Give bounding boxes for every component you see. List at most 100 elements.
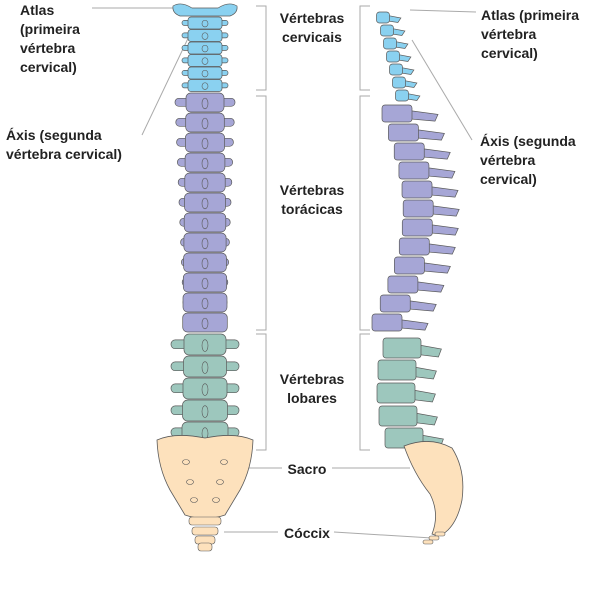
front-thoracic-vertebra-3 <box>176 132 234 153</box>
front-thoracic-vertebra-1-spinous-process <box>201 97 209 110</box>
front-lumbar-vertebra-2 <box>170 355 240 378</box>
front-sacral-foramen-4 <box>216 479 224 485</box>
side-lumbar-vertebra-1-body <box>382 337 422 359</box>
side-lumbar-vertebra-4 <box>378 405 438 427</box>
front-thoracic-vertebra-5 <box>177 172 233 193</box>
side-cervical-vertebra-6-body <box>392 76 406 89</box>
label-lumbar-vertebrae: Vértebras lobares <box>279 371 345 406</box>
front-thoracic-vertebra-11-spinous-process <box>201 297 209 310</box>
side-lumbar-vertebra-2-body <box>377 359 417 381</box>
side-coccyx <box>422 531 446 545</box>
side-cervical-vertebra-3-body <box>383 37 397 50</box>
front-cervical-vertebra-6-spinous-process <box>201 69 209 78</box>
front-cervical-vertebra-6 <box>181 66 229 80</box>
front-thoracic-vertebra-3-spinous-process <box>201 137 209 150</box>
side-thoracic-vertebra-6 <box>402 199 460 218</box>
front-thoracic-vertebra-7-spinous-process <box>201 217 209 230</box>
side-thoracic-vertebra-11 <box>379 294 437 313</box>
front-sacral-foramen-5 <box>190 497 198 503</box>
front-cervical-vertebra-5 <box>181 54 229 67</box>
bracket-side-thoracic <box>359 95 370 331</box>
side-thoracic-vertebra-9 <box>394 256 451 275</box>
front-thoracic-vertebra-4 <box>177 152 233 173</box>
front-cervical-vertebra-4-spinous-process <box>201 44 209 53</box>
side-cervical-vertebra-7-body <box>395 89 409 102</box>
label-sacrum: Sacro <box>287 461 327 477</box>
side-coccyx-segment-2 <box>428 535 440 541</box>
bracket-front-lumbar <box>256 333 267 451</box>
bracket-front-cervical <box>256 5 267 91</box>
side-lumbar-vertebra-4-body <box>378 405 418 427</box>
front-thoracic-vertebra-1 <box>174 92 236 113</box>
front-lumbar-vertebra-1 <box>170 333 240 356</box>
front-lumbar-vertebra-3-spinous-process <box>201 383 209 396</box>
front-lumbar-vertebra-4-spinous-process <box>201 405 209 418</box>
front-thoracic-vertebra-10 <box>181 272 229 293</box>
side-cervical-vertebra-1-body <box>376 11 390 24</box>
front-thoracic-vertebra-5-spinous-process <box>201 177 209 190</box>
leader-axis-right <box>411 39 473 141</box>
label-thoracic-vertebrae: Vértebras torácicas <box>279 182 345 217</box>
front-thoracic-vertebra-6 <box>178 192 232 213</box>
side-thoracic-vertebra-5-body <box>401 180 433 199</box>
label-cervical-vertebrae: Vértebras cervicais <box>279 10 345 45</box>
front-thoracic-vertebra-9 <box>181 252 229 273</box>
side-lumbar-vertebra-2 <box>377 359 437 381</box>
front-cervical-vertebra-2 <box>181 16 229 30</box>
front-cervical-vertebra-7 <box>181 79 229 92</box>
front-thoracic-vertebra-12 <box>182 312 228 333</box>
side-thoracic-vertebra-1 <box>381 104 439 123</box>
side-thoracic-vertebra-9-body <box>394 256 425 275</box>
side-cervical-vertebra-6 <box>392 76 418 89</box>
label-atlas-left: Atlas (primeira vértebra cervical) <box>20 2 80 75</box>
front-lumbar-vertebra-4 <box>170 399 240 422</box>
bracket-side-cervical <box>359 5 370 91</box>
front-coccyx-segment-4 <box>197 542 213 552</box>
side-thoracic-vertebra-7-body <box>401 218 433 237</box>
front-sacral-foramen-3 <box>186 479 194 485</box>
front-cervical-vertebra-4 <box>181 41 229 55</box>
side-thoracic-vertebra-3 <box>393 142 451 161</box>
front-sacral-foramen-1 <box>182 459 190 465</box>
front-sacral-foramen-2 <box>220 459 228 465</box>
front-atlas <box>172 3 238 17</box>
spine-front-view <box>156 3 254 552</box>
side-thoracic-vertebra-3-body <box>393 142 425 161</box>
side-coccyx-segment-1 <box>434 531 446 537</box>
side-cervical-vertebra-2-body <box>380 24 394 37</box>
side-cervical-vertebra-4 <box>386 50 412 63</box>
side-thoracic-vertebra-2 <box>388 123 445 142</box>
front-coccyx-segment-2 <box>191 526 219 536</box>
front-cervical-vertebra-2-spinous-process <box>201 19 209 28</box>
front-thoracic-vertebra-8-spinous-process <box>201 237 209 250</box>
side-thoracic-vertebra-4 <box>398 161 456 180</box>
side-cervical-vertebra-4-body <box>386 50 400 63</box>
front-sacrum-bone <box>156 435 254 519</box>
side-cervical-vertebra-5-body <box>389 63 403 76</box>
front-thoracic-vertebra-7 <box>179 212 231 233</box>
front-lumbar-vertebra-1-spinous-process <box>201 339 209 352</box>
side-thoracic-vertebra-12-body <box>371 313 403 332</box>
side-thoracic-vertebra-11-body <box>379 294 411 313</box>
side-lumbar-vertebra-3 <box>376 382 436 404</box>
front-thoracic-vertebra-2-spinous-process <box>201 117 209 130</box>
side-lumbar-vertebra-3-body <box>376 382 416 404</box>
side-thoracic-vertebra-8 <box>398 237 456 256</box>
label-axis-right: Áxis (segunda vértebra cervical) <box>480 133 576 187</box>
side-cervical-vertebra-1 <box>376 11 402 24</box>
front-sacrum <box>156 435 254 519</box>
label-axis-left: Áxis (segunda vértebra cervical) <box>6 127 122 162</box>
side-thoracic-vertebra-2-body <box>388 123 419 142</box>
front-coccyx-segment-1 <box>188 516 222 526</box>
front-thoracic-vertebra-8 <box>180 232 230 253</box>
side-thoracic-vertebra-10-body <box>387 275 419 294</box>
side-thoracic-vertebra-8-body <box>398 237 430 256</box>
side-sacrum <box>403 441 464 536</box>
front-thoracic-vertebra-4-spinous-process <box>201 157 209 170</box>
side-coccyx-segment-3 <box>422 539 434 545</box>
label-atlas-right: Atlas (primeira vértebra cervical) <box>481 7 580 61</box>
front-sacral-foramen-6 <box>212 497 220 503</box>
side-cervical-vertebra-7 <box>395 89 421 102</box>
front-atlas-bone <box>172 3 238 17</box>
spine-side-view <box>371 11 464 545</box>
